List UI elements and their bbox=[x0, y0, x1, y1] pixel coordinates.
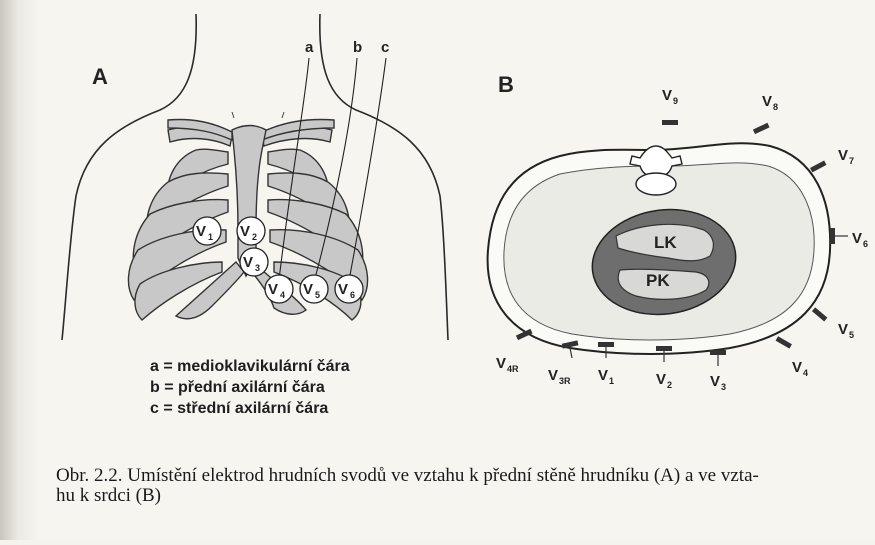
svg-text:5: 5 bbox=[849, 330, 854, 340]
electrode-v4: V 4 bbox=[265, 275, 293, 303]
svg-text:V: V bbox=[762, 93, 772, 110]
svg-text:V: V bbox=[838, 321, 848, 338]
electrode-v5: V 5 bbox=[300, 275, 328, 303]
svg-text:V: V bbox=[303, 281, 313, 298]
legend-item-c: c = střední axilární čára bbox=[150, 398, 350, 419]
svg-text:6: 6 bbox=[350, 290, 355, 300]
caption-line-2: hu k srdci (B) bbox=[56, 486, 856, 506]
svg-text:2: 2 bbox=[252, 232, 257, 242]
svg-text:V: V bbox=[240, 223, 250, 240]
svg-text:6: 6 bbox=[863, 239, 868, 249]
svg-text:4: 4 bbox=[280, 290, 285, 300]
svg-text:V: V bbox=[656, 371, 666, 388]
panel-b: B LK PK bbox=[488, 72, 868, 392]
figure-caption: Obr. 2.2. Umístění elektrod hrudních svo… bbox=[56, 466, 856, 506]
legend: a = medioklavikulární čára b = přední ax… bbox=[150, 356, 350, 419]
legend-item-b: b = přední axilární čára bbox=[150, 377, 350, 398]
line-c-label: c bbox=[381, 39, 389, 56]
panel-a-label: A bbox=[92, 64, 108, 89]
svg-text:3: 3 bbox=[255, 263, 260, 273]
electrode-v1: V 1 bbox=[193, 217, 221, 245]
svg-text:1: 1 bbox=[609, 376, 614, 386]
svg-text:V: V bbox=[243, 254, 253, 271]
pk-label: PK bbox=[646, 271, 670, 290]
panel-a: A a b bbox=[62, 14, 448, 340]
svg-text:V: V bbox=[852, 230, 862, 247]
svg-text:4: 4 bbox=[803, 368, 808, 378]
svg-text:3: 3 bbox=[721, 382, 726, 392]
svg-text:4R: 4R bbox=[507, 364, 519, 374]
svg-text:V: V bbox=[598, 367, 608, 384]
svg-text:7: 7 bbox=[849, 156, 854, 166]
svg-text:3R: 3R bbox=[559, 376, 571, 386]
svg-text:1: 1 bbox=[208, 232, 213, 242]
svg-text:V: V bbox=[662, 87, 672, 104]
line-b-label: b bbox=[353, 39, 362, 56]
electrode-v6: V 6 bbox=[335, 275, 363, 303]
svg-text:9: 9 bbox=[673, 96, 678, 106]
lk-label: LK bbox=[654, 233, 677, 252]
svg-text:V: V bbox=[548, 367, 558, 384]
svg-text:V: V bbox=[338, 281, 348, 298]
caption-line-1: Obr. 2.2. Umístění elektrod hrudních svo… bbox=[56, 466, 856, 486]
svg-text:V: V bbox=[196, 223, 206, 240]
electrode-v2: V 2 bbox=[237, 217, 265, 245]
line-a-label: a bbox=[305, 39, 314, 56]
electrode-v3: V 3 bbox=[240, 248, 268, 276]
svg-text:V: V bbox=[838, 147, 848, 164]
svg-text:V: V bbox=[792, 359, 802, 376]
svg-text:V: V bbox=[710, 373, 720, 390]
svg-text:V: V bbox=[496, 355, 506, 372]
svg-text:2: 2 bbox=[667, 380, 672, 390]
panel-b-label: B bbox=[498, 72, 514, 97]
legend-item-a: a = medioklavikulární čára bbox=[150, 356, 350, 377]
svg-text:5: 5 bbox=[315, 290, 320, 300]
svg-text:8: 8 bbox=[773, 102, 778, 112]
svg-text:V: V bbox=[268, 281, 278, 298]
neck-notch bbox=[232, 112, 284, 118]
